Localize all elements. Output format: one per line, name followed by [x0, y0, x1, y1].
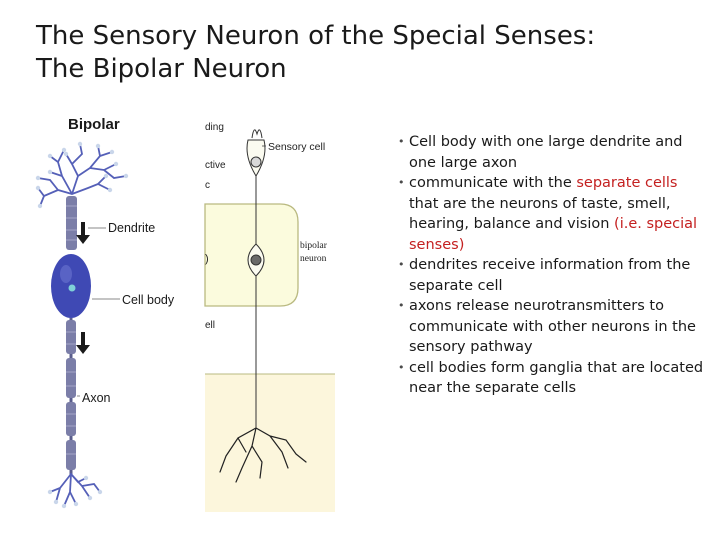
bullet-2: communicate with the separate cells that…	[398, 173, 708, 255]
bullet-3: dendrites receive information from the s…	[398, 255, 708, 296]
bipolar-neuron-illustration: Bipolar	[35, 116, 175, 509]
dendritic-tree	[37, 143, 127, 207]
axon-myelin	[66, 318, 76, 476]
title-line-1: The Sensory Neuron of the Special Senses…	[36, 21, 596, 51]
sensory-cell-diagram: ding Sensory cell ctive c ) bipolar neur…	[204, 122, 335, 512]
bipolar-neuron-figure: Bipolar	[35, 116, 335, 512]
bullet-list: Cell body with one large dendrite and on…	[398, 132, 708, 399]
down-arrow-icon	[76, 222, 90, 244]
label-paren: )	[205, 253, 209, 265]
bullet-2-text-b: that are the neurons of taste, smell, he…	[409, 195, 671, 233]
cell-body	[51, 254, 91, 318]
label-bipolar: bipolar	[300, 241, 328, 251]
bipolar-axon-branches	[219, 427, 307, 483]
bullet-4-text: axons release neurotransmitters to commu…	[409, 298, 696, 355]
bullet-4: axons release neurotransmitters to commu…	[398, 296, 708, 358]
label-ctive: ctive	[205, 160, 226, 171]
dendrite-label: Dendrite	[108, 221, 155, 235]
sensory-cell	[246, 129, 266, 244]
bipolar-cell-body	[247, 243, 265, 428]
bullet-1: Cell body with one large dendrite and on…	[398, 132, 708, 173]
label-sensory-cell: Sensory cell	[268, 141, 325, 153]
cell-body-label: Cell body	[122, 293, 175, 307]
label-ell: ell	[205, 320, 215, 331]
bipolar-heading: Bipolar	[68, 116, 120, 133]
bullet-2-text-a: communicate with the	[409, 175, 577, 191]
label-c: c	[205, 180, 210, 191]
bullet-2-highlight-special-senses: (i.e. special senses)	[409, 216, 698, 253]
bullet-1-text: Cell body with one large dendrite and on…	[409, 134, 683, 171]
axon-terminals	[49, 473, 101, 507]
nucleus	[68, 284, 76, 292]
bullet-3-text: dendrites receive information from the s…	[409, 257, 691, 294]
label-ding: ding	[205, 122, 224, 133]
slide-title: The Sensory Neuron of the Special Senses…	[36, 20, 696, 86]
dendrite-myelin	[66, 196, 77, 250]
bullet-2-highlight-separate-cells: separate cells	[576, 175, 678, 191]
label-neuron: neuron	[300, 254, 327, 264]
bullet-5: cell bodies form ganglia that are locate…	[398, 358, 708, 399]
down-arrow-icon	[76, 332, 90, 354]
title-line-2: The Bipolar Neuron	[36, 54, 287, 84]
dendrite-tips	[35, 141, 129, 209]
bullet-5-text: cell bodies form ganglia that are locate…	[409, 359, 704, 397]
axon-label: Axon	[82, 391, 111, 405]
